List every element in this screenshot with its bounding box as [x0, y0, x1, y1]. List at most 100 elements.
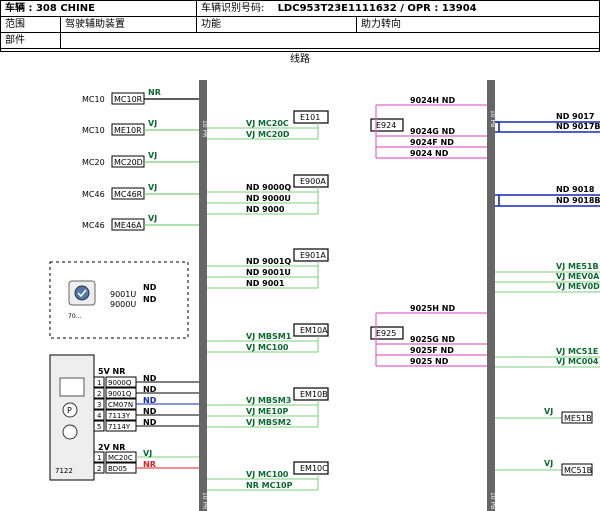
center-box — [293, 461, 329, 475]
header-table: 车辆 : 308 CHINE 车辆识别号码: LDC953T23E1111632… — [0, 0, 600, 52]
ecu-group2-label: 2V NR — [98, 443, 125, 452]
ecu-pin-num: 2 — [97, 465, 101, 473]
splice-box — [370, 118, 404, 132]
splice-wire-label: 9024 ND — [410, 149, 449, 158]
right-bus-label-top: 10 PB — [489, 110, 496, 127]
left-bus-label-top: 10 PR — [201, 120, 208, 137]
center-box — [293, 174, 329, 188]
center-box-label: EM10A — [300, 326, 328, 335]
splice-wire-label: 9024F ND — [410, 138, 454, 147]
ecu-pin-wire-label: ND — [143, 374, 157, 383]
connector-box-label: ME10R — [114, 126, 142, 135]
ecu-pin-wire-label: ND — [143, 385, 157, 394]
ecu-pin-num-box — [93, 409, 105, 421]
center-box-wire-label: VJ MBSM1 — [246, 332, 292, 341]
dashed-wire-1: ND — [143, 283, 157, 292]
svg-text:P: P — [67, 406, 72, 415]
splice-wire-label: 9025 ND — [410, 357, 449, 366]
dashed-pin-2: 9000U — [110, 300, 136, 309]
center-boxes: E101 VJ MC20C VJ MC20D E900A ND 9000Q ND 9000… — [207, 110, 329, 491]
center-box — [293, 323, 329, 337]
function-label: 功能 — [197, 17, 357, 32]
right-wire-label: ND 9017B — [556, 122, 600, 131]
right-connector-box-label: ME51B — [564, 414, 592, 423]
ecu-pin-num: 4 — [97, 412, 102, 420]
splice-box-label: E925 — [376, 329, 396, 338]
center-box-label: E901A — [300, 251, 326, 260]
dashed-wire-2: ND — [143, 295, 157, 304]
right-wire-label: VJ MEV0A — [556, 272, 600, 281]
center-box-wire-label: NR MC10P — [246, 481, 293, 490]
center-box-wire-label: VJ MC20D — [246, 130, 290, 139]
ecu-pin-num-box — [93, 398, 105, 410]
right-bus — [487, 80, 495, 511]
vin-value: LDC953T23E1111632 / OPR : 13904 — [277, 3, 477, 14]
center-box-label: EM10C — [300, 464, 328, 473]
ecu-pin-num-box — [93, 376, 105, 388]
center-box-label: E101 — [300, 113, 320, 122]
right-wire-label: VJ MC004 — [556, 357, 599, 366]
ecu-pin-wire-label: ND — [143, 407, 157, 416]
ecu-pin-num: 3 — [97, 401, 101, 409]
connector-wire-label: VJ — [148, 183, 157, 192]
ecu-pin-num-box — [93, 387, 105, 399]
connector-pin: MC46 — [82, 190, 105, 199]
center-box-wire-label: VJ MBSM2 — [246, 418, 291, 427]
center-box-wire-label: VJ MC100 — [246, 470, 289, 479]
right-connector-box-label: MC51B — [564, 466, 592, 475]
center-box — [293, 387, 329, 401]
ecu-pin-label: 7114Y — [108, 423, 131, 431]
left-bus — [199, 80, 207, 511]
diagram-title: 线路 — [290, 54, 310, 65]
steering-sensor-icon — [68, 280, 96, 306]
ecu-pin-num-box — [93, 462, 105, 474]
connector-wire-label: NR — [148, 88, 161, 97]
header-row-3: 部件 — [1, 33, 600, 49]
ecu-pin-label: 9000Q — [108, 379, 132, 387]
center-box-wire-label: VJ MC20C — [246, 119, 289, 128]
splice-wire-label: 9024H ND — [410, 96, 455, 105]
ecu-pin-num-box — [93, 451, 105, 463]
center-box-wire-label: ND 9000U — [246, 194, 291, 203]
range-label: 范围 — [1, 17, 61, 32]
connector-box-label: MC20D — [114, 158, 143, 167]
range-value: 驾驶辅助装置 — [61, 17, 197, 32]
splice-box-label: E924 — [376, 121, 396, 130]
dashed-component-box — [49, 261, 189, 339]
right-wire-label: VJ MC51E — [556, 347, 598, 356]
center-box-label: E900A — [300, 177, 326, 186]
ecu-code: 7122 — [55, 467, 73, 475]
splice-wire-label: 9025H ND — [410, 304, 455, 313]
dashed-component-label: 70... — [68, 313, 81, 320]
right-wire-label: ND 9017 — [556, 112, 594, 121]
ecu-pin-label: MC20C — [108, 454, 133, 462]
center-box-wire-label: ND 9001 — [246, 279, 285, 288]
ecu-body — [49, 354, 95, 481]
ecu-pin-label: BD05 — [108, 465, 127, 473]
connector-pin: MC10 — [82, 126, 105, 135]
ecu-pin-wire-label: VJ — [143, 449, 152, 458]
center-box-wire-label: ND 9000Q — [246, 183, 291, 192]
connector-wire-label: VJ — [148, 214, 157, 223]
connector-pin: MC10 — [82, 95, 105, 104]
ecu-pin-wire-label: NR — [143, 460, 156, 469]
right-wire-label: ND 9018B — [556, 196, 600, 205]
left-bus-label-bottom: 10 PR — [201, 492, 208, 509]
ecu-pin-label: 7113Y — [108, 412, 131, 420]
vin-cell: 车辆识别号码: LDC953T23E1111632 / OPR : 13904 — [197, 1, 600, 16]
right-connector-box — [561, 463, 593, 476]
connector-box-label: ME46A — [114, 221, 142, 230]
header-row-2: 范围 驾驶辅助装置 功能 助力转向 — [1, 17, 600, 33]
connector-box-label: MC10R — [114, 95, 143, 104]
ecu-chip-icon: P — [59, 377, 85, 440]
right-bus-label-bottom: 10 PB — [489, 492, 496, 509]
center-box-label: EM10B — [300, 390, 328, 399]
center-box-wire-label: ND 9001U — [246, 268, 291, 277]
center-box-wire-label: VJ MC100 — [246, 343, 289, 352]
vin-label: 车辆识别号码: — [201, 3, 265, 14]
connector-box-label: MC46R — [114, 190, 143, 199]
